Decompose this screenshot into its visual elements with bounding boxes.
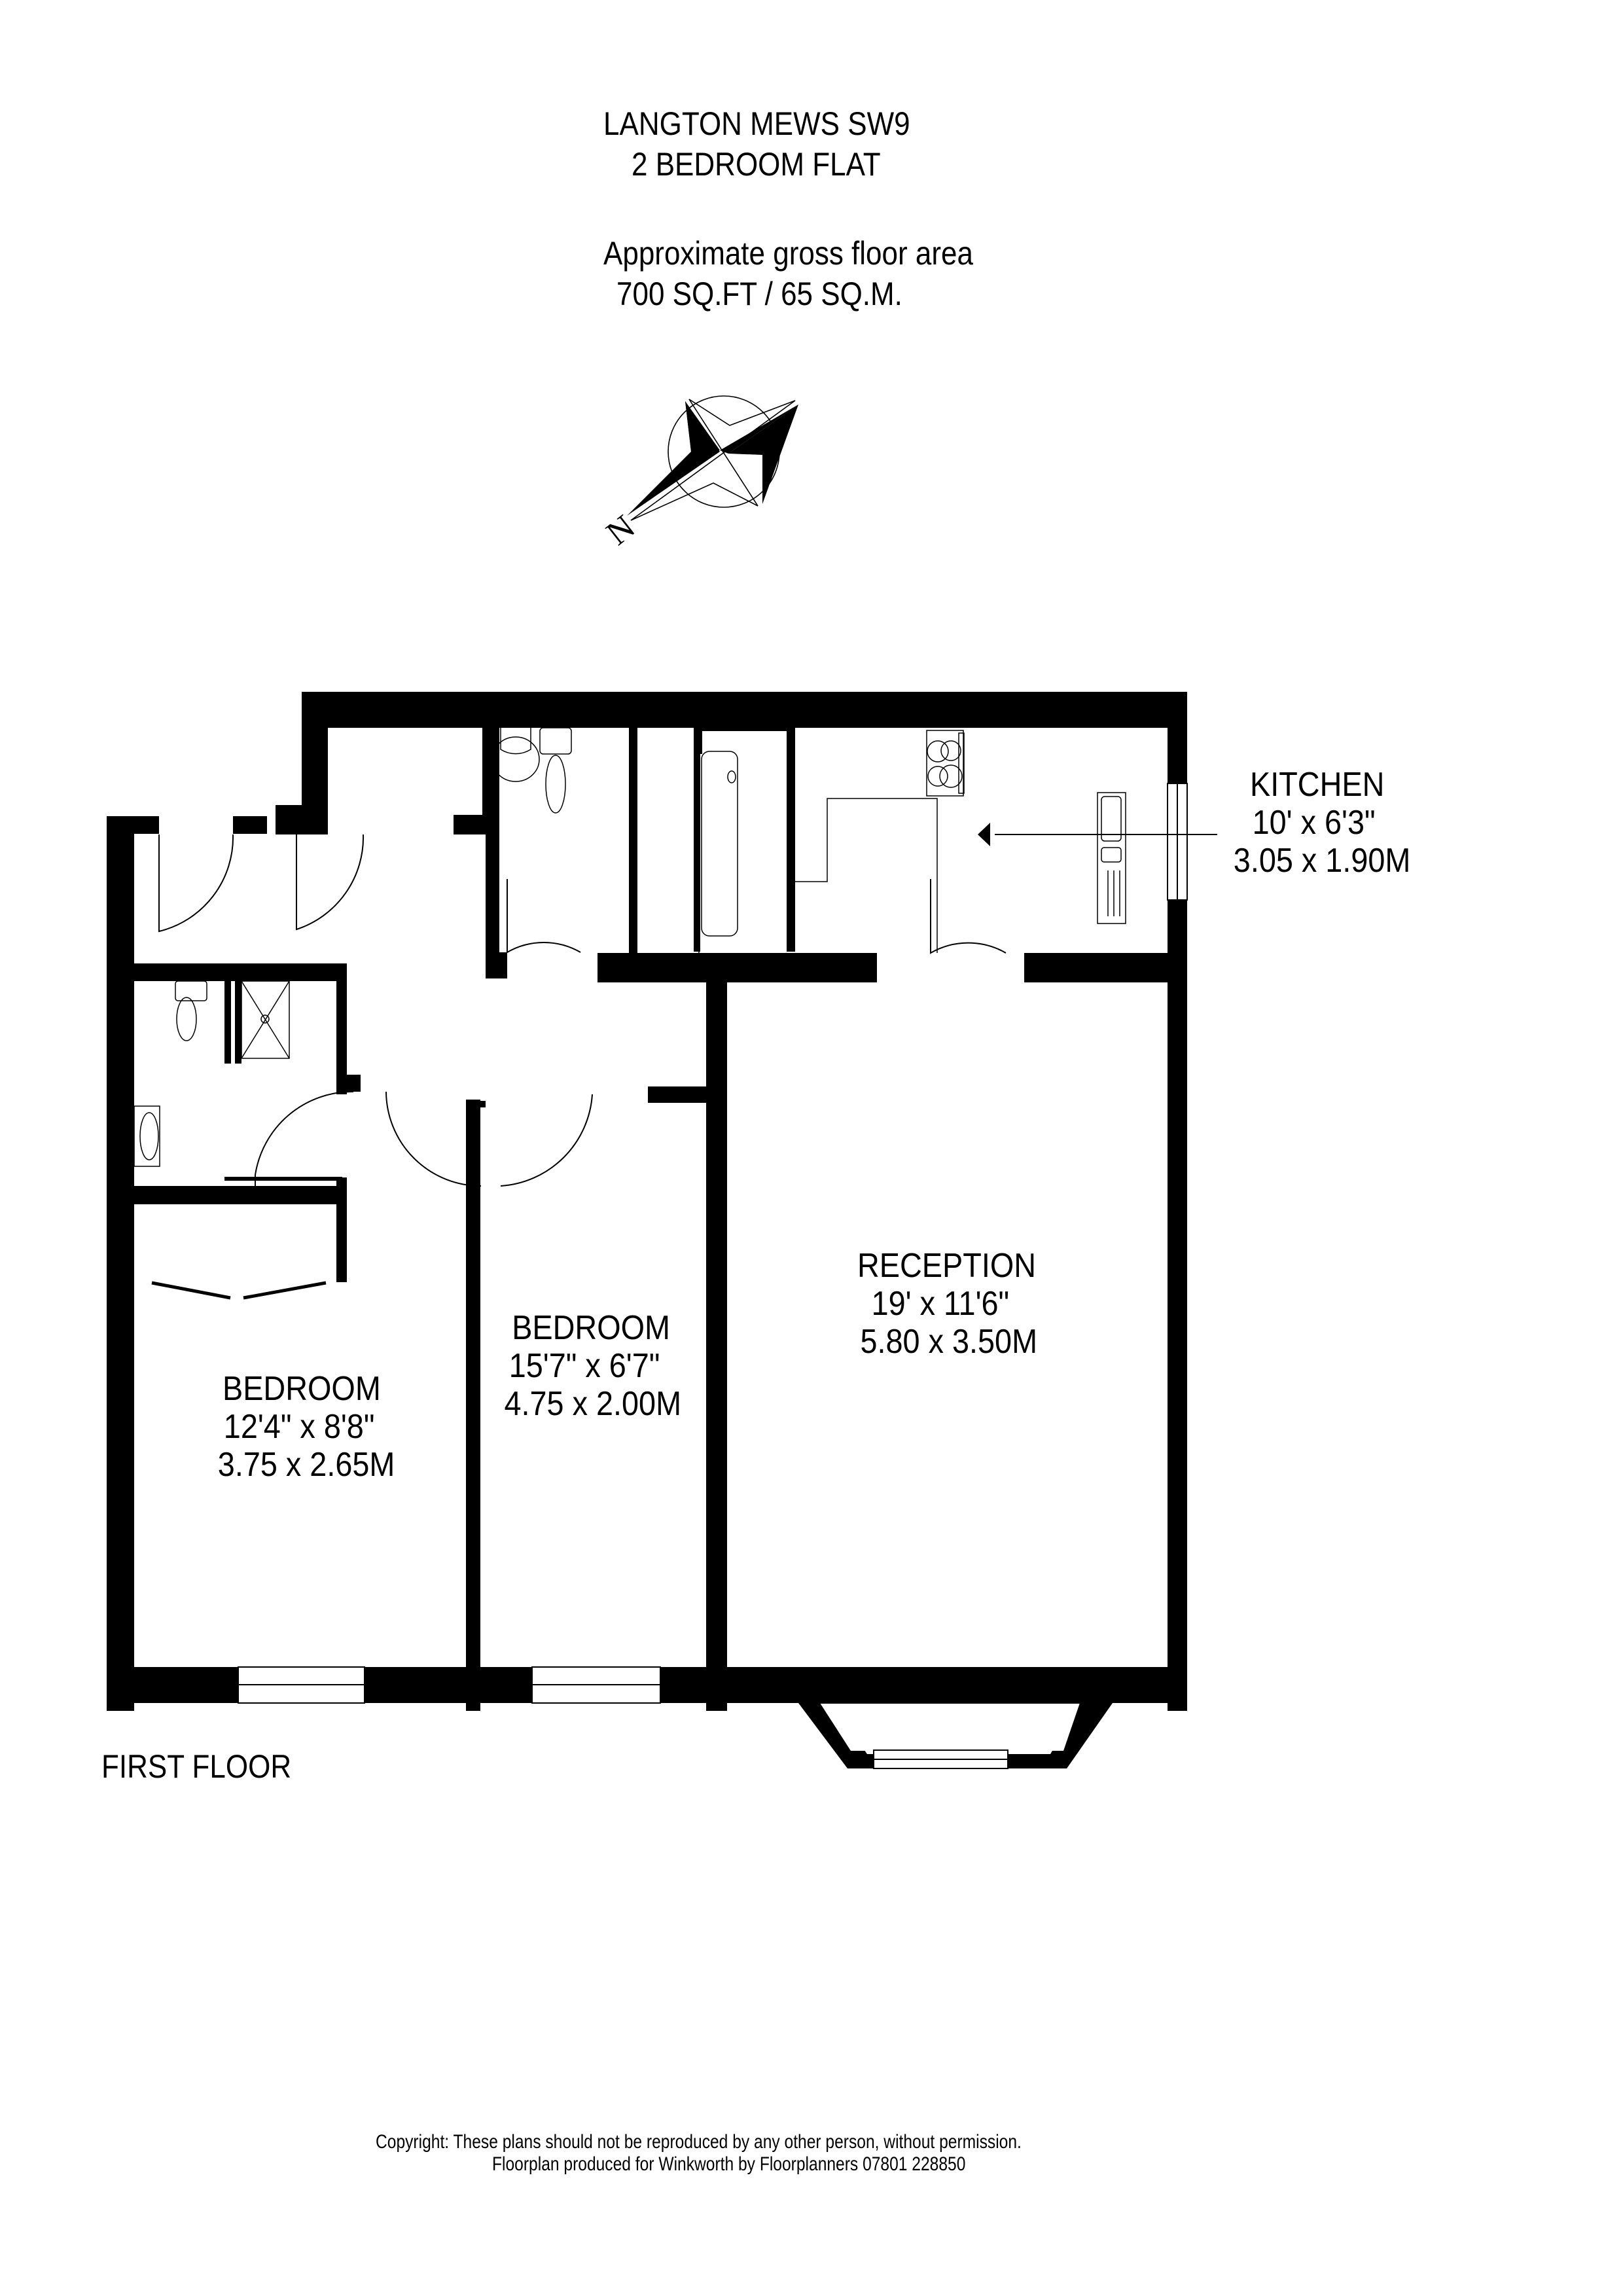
room-imperial: 12'4" x 8'8" <box>223 1408 375 1446</box>
room-label-reception: RECEPTION 19' x 11'6" 5.80 x 3.50M <box>857 1247 1037 1361</box>
room-metric: 5.80 x 3.50M <box>860 1323 1038 1361</box>
floor-label: FIRST FLOOR <box>101 1748 292 1785</box>
windows <box>238 783 1188 1704</box>
room-imperial: 10' x 6'3" <box>1252 804 1376 842</box>
room-label-bedroom-1: BEDROOM 12'4" x 8'8" 3.75 x 2.65M <box>218 1370 395 1484</box>
plan-subtitle: 2 BEDROOM FLAT <box>632 146 881 183</box>
room-metric: 3.75 x 2.65M <box>217 1446 395 1484</box>
credit-line: Floorplan produced for Winkworth by Floo… <box>492 2153 966 2175</box>
bay-window <box>798 1702 1113 1769</box>
room-name: RECEPTION <box>857 1247 1037 1285</box>
compass-rose-icon <box>627 395 798 521</box>
copyright-notice: Copyright: These plans should not be rep… <box>376 2131 1022 2153</box>
walls <box>107 692 1187 1711</box>
room-imperial: 15'7" x 6'7" <box>508 1347 660 1385</box>
door-swings <box>158 834 1007 1187</box>
room-metric: 3.05 x 1.90M <box>1233 842 1411 880</box>
plan-title: LANGTON MEWS SW9 <box>603 105 910 142</box>
area-label: Approximate gross floor area <box>603 235 973 272</box>
room-imperial: 19' x 11'6" <box>871 1285 1010 1323</box>
kitchen-pointer-arrow <box>978 823 1217 846</box>
north-label: N <box>599 508 642 552</box>
wardrobe-doors <box>151 1281 327 1300</box>
room-label-bedroom-2: BEDROOM 15'7" x 6'7" 4.75 x 2.00M <box>504 1309 682 1423</box>
room-metric: 4.75 x 2.00M <box>504 1385 682 1423</box>
kitchen-fixtures <box>795 730 1126 953</box>
bathroom-fixtures <box>134 727 738 1167</box>
room-name: BEDROOM <box>223 1370 381 1408</box>
room-name: KITCHEN <box>1250 766 1385 804</box>
room-name: BEDROOM <box>512 1309 671 1347</box>
area-value: 700 SQ.FT / 65 SQ.M. <box>616 276 902 312</box>
room-label-kitchen: KITCHEN 10' x 6'3" 3.05 x 1.90M <box>1234 766 1411 880</box>
